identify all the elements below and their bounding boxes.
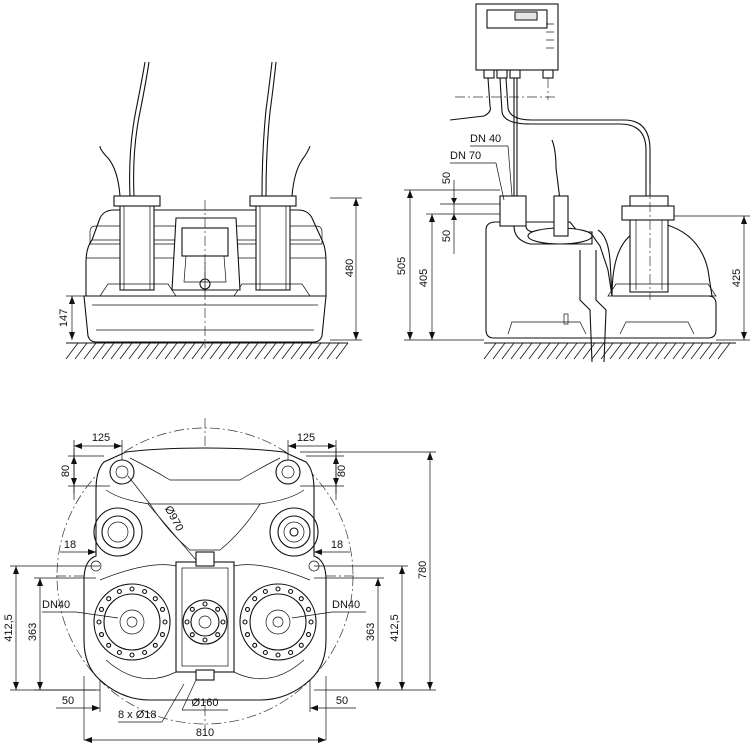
side-ground-hatch bbox=[483, 342, 736, 360]
plan-dim-50-left: 50 bbox=[56, 676, 101, 740]
front-height-480: 480 bbox=[344, 259, 356, 277]
front-view: 480 147 bbox=[58, 61, 362, 360]
plan-dim-125-l: 125 bbox=[92, 432, 110, 444]
side-view: DN 40 DN 70 50 50 505 bbox=[396, 3, 750, 363]
plan-pump-right bbox=[239, 583, 317, 661]
plan-pump-left bbox=[93, 583, 171, 661]
plan-dim-18-left: 18 bbox=[60, 539, 96, 555]
side-height-425: 425 bbox=[731, 269, 743, 287]
side-label-dn70: DN 70 bbox=[450, 150, 481, 162]
plan-inlet-left bbox=[93, 507, 143, 557]
plan-dim-363-l: 363 bbox=[27, 623, 39, 641]
plan-dim-363-left: 363 bbox=[27, 577, 96, 691]
plan-dim-810: 810 bbox=[84, 727, 326, 743]
side-tank bbox=[485, 221, 717, 339]
plan-dim-50-r: 50 bbox=[336, 695, 348, 707]
side-control-box bbox=[455, 3, 559, 100]
front-height-147: 147 bbox=[58, 309, 70, 327]
plan-dim-125-r: 125 bbox=[297, 432, 315, 444]
front-pump-left bbox=[99, 195, 177, 297]
plan-dim-412-5-r: 412,5 bbox=[389, 614, 401, 642]
side-dim-50: 50 50 bbox=[440, 172, 500, 254]
plan-dim-50-l: 50 bbox=[62, 695, 74, 707]
plan-holes-text: 8 x Ø18 bbox=[118, 709, 157, 721]
side-dim-50-upper: 50 bbox=[441, 172, 453, 184]
front-dim-480: 480 bbox=[330, 197, 362, 341]
front-base bbox=[83, 295, 327, 343]
plan-dim-18-r: 18 bbox=[331, 539, 343, 551]
plan-view: Ø970 125 125 80 bbox=[3, 418, 436, 743]
side-label-dn40: DN 40 bbox=[470, 133, 501, 145]
side-pipe-connection bbox=[499, 195, 613, 363]
side-dim-425: 425 bbox=[674, 215, 750, 341]
plan-diameter-160: Ø160 bbox=[192, 697, 219, 709]
plan-diameter-160-label: Ø160 bbox=[181, 679, 228, 711]
plan-dim-18-l: 18 bbox=[64, 539, 76, 551]
plan-dim-363-r: 363 bbox=[365, 623, 377, 641]
plan-width-810: 810 bbox=[196, 727, 214, 739]
front-center-housing bbox=[171, 217, 241, 292]
plan-dim-363-right: 363 bbox=[314, 577, 384, 691]
plan-dim-18-right: 18 bbox=[314, 539, 350, 555]
front-dim-147: 147 bbox=[58, 295, 84, 340]
side-height-405: 405 bbox=[418, 269, 430, 287]
plan-dim-80-r: 80 bbox=[336, 465, 348, 477]
plan-dn40-right: DN40 bbox=[332, 599, 360, 611]
plan-dim-412-5-l: 412,5 bbox=[3, 614, 15, 642]
plan-dim-412-right: 412,5 bbox=[314, 565, 408, 691]
plan-dim-80-left: 80 bbox=[60, 448, 110, 494]
side-pump bbox=[607, 195, 717, 297]
plan-holes-label: 8 x Ø18 bbox=[118, 683, 185, 723]
front-pump-right bbox=[233, 195, 311, 297]
front-ground-hatch bbox=[65, 342, 349, 360]
front-cable-right bbox=[261, 61, 273, 197]
plan-dim-125-right: 125 bbox=[287, 432, 337, 500]
side-height-505: 505 bbox=[396, 257, 408, 275]
plan-dim-780-label: 780 bbox=[417, 561, 429, 579]
plan-inlet-right bbox=[269, 507, 319, 557]
side-dim-405: 405 bbox=[418, 213, 440, 340]
side-dim-50-lower: 50 bbox=[441, 230, 453, 242]
plan-dim-50-right: 50 bbox=[309, 676, 356, 740]
front-cable-left bbox=[129, 61, 146, 197]
plan-center-housing bbox=[175, 551, 235, 681]
side-dn-labels: DN 40 DN 70 bbox=[450, 133, 513, 201]
plan-dn40-left: DN40 bbox=[42, 599, 70, 611]
plan-dim-780: 780 bbox=[300, 451, 436, 691]
side-dim-505: 505 bbox=[396, 189, 484, 341]
plan-dim-80-right: 80 bbox=[300, 448, 348, 494]
plan-dim-80-l: 80 bbox=[60, 465, 72, 477]
